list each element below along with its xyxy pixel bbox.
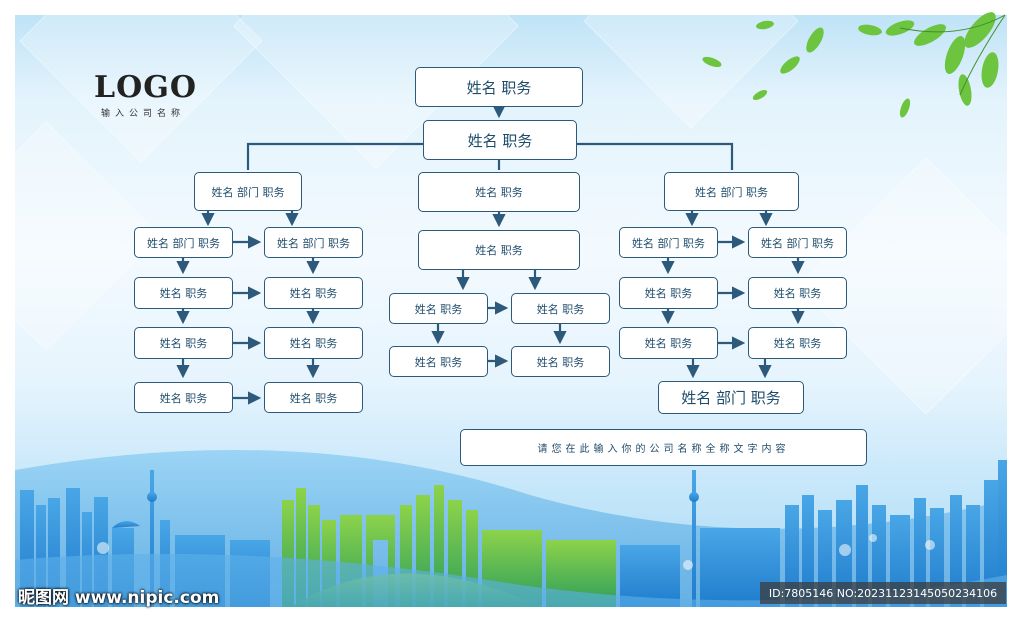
company-name-box: 请您在此输入你的公司名称全称文字内容: [460, 429, 867, 466]
node-right-r1b: 姓名 部门 职务: [748, 227, 847, 258]
node-right-bottom: 姓名 部门 职务: [658, 381, 804, 414]
node-right-r1a: 姓名 部门 职务: [619, 227, 718, 258]
node-left-r1a: 姓名 部门 职务: [134, 227, 233, 258]
node-right-r2b: 姓名 职务: [748, 277, 847, 309]
node-right-head: 姓名 部门 职务: [664, 172, 799, 211]
node-right-r3b: 姓名 职务: [748, 327, 847, 359]
node-mid-r1b: 姓名 职务: [511, 293, 610, 324]
node-left-head: 姓名 部门 职务: [194, 172, 302, 211]
node-mid-r1a: 姓名 职务: [389, 293, 488, 324]
node-right-r2a: 姓名 职务: [619, 277, 718, 309]
node-mid-head: 姓名 职务: [418, 172, 580, 212]
watermark-left: 昵图网 www.nipic.com: [18, 588, 220, 608]
node-mid-2: 姓名 职务: [418, 230, 580, 270]
node-right-r3a: 姓名 职务: [619, 327, 718, 359]
node-left-r1b: 姓名 部门 职务: [264, 227, 363, 258]
node-left-r3a: 姓名 职务: [134, 327, 233, 359]
watermark-right: ID:7805146 NO:20231123145050234106: [760, 582, 1006, 604]
node-left-r3b: 姓名 职务: [264, 327, 363, 359]
node-top: 姓名 职务: [415, 67, 583, 107]
node-left-r2a: 姓名 职务: [134, 277, 233, 309]
node-left-r2b: 姓名 职务: [264, 277, 363, 309]
node-second: 姓名 职务: [423, 120, 577, 160]
node-mid-r2b: 姓名 职务: [511, 346, 610, 377]
logo-title: LOGO: [94, 70, 197, 105]
node-left-r4b: 姓名 职务: [264, 382, 363, 413]
logo-subtitle: 输入公司名称: [101, 109, 186, 119]
node-left-r4a: 姓名 职务: [134, 382, 233, 413]
node-mid-r2a: 姓名 职务: [389, 346, 488, 377]
